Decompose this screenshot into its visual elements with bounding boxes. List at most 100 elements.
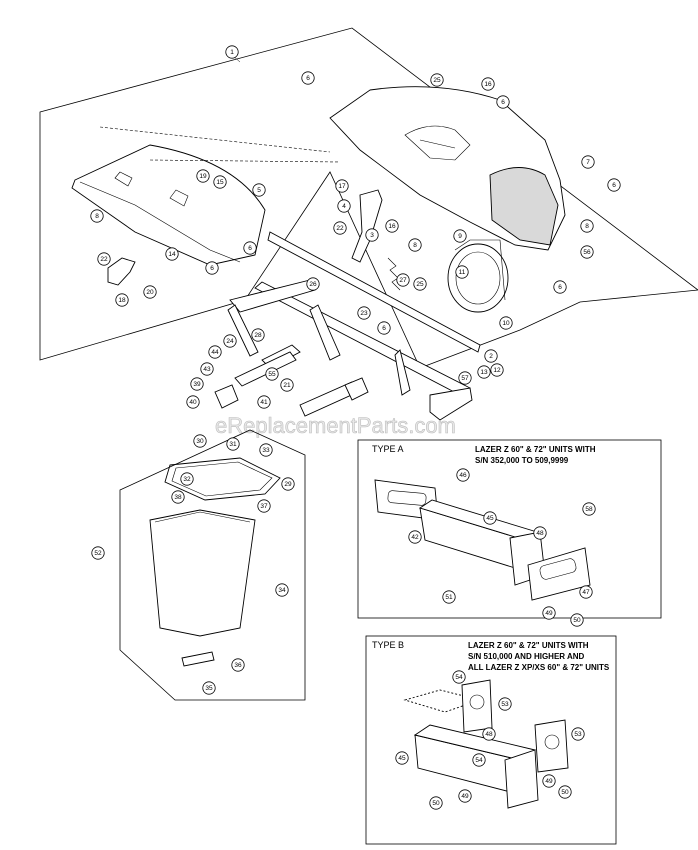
callout-balloon — [482, 727, 496, 741]
callout-balloon — [558, 785, 572, 799]
callout-number: 6 — [558, 284, 562, 291]
hood-part — [329, 86, 566, 251]
callout-number: 38 — [174, 494, 182, 501]
callout-number: 8 — [585, 223, 589, 230]
callout-38: 38 — [171, 490, 185, 504]
callout-number: 11 — [459, 269, 466, 276]
callout-balloon — [251, 328, 265, 342]
callout-41: 41 — [257, 395, 271, 409]
callout-number: 10 — [502, 320, 510, 327]
callout-balloon — [533, 526, 547, 540]
callout-number: 48 — [536, 530, 544, 537]
callout-balloon — [208, 345, 222, 359]
callout-25: 25 — [413, 277, 427, 291]
callout-31: 31 — [226, 437, 240, 451]
callout-number: 8 — [413, 242, 417, 249]
callout-number: 6 — [382, 325, 386, 332]
callout-balloon — [580, 245, 594, 259]
latch-part — [107, 257, 136, 286]
callout-51: 51 — [442, 590, 456, 604]
callout-26: 26 — [306, 277, 320, 291]
callout-number: 33 — [262, 447, 270, 454]
callout-balloon — [496, 95, 510, 109]
callout-45: 45 — [395, 751, 409, 765]
callout-8: 8 — [90, 209, 104, 223]
callout-number: 14 — [168, 251, 176, 258]
callout-balloon — [202, 681, 216, 695]
callout-number: 13 — [480, 369, 488, 376]
callout-54: 54 — [452, 670, 466, 684]
callout-balloon — [484, 349, 498, 363]
bag-part — [149, 509, 256, 637]
callout-balloon — [226, 437, 240, 451]
callout-number: 30 — [196, 438, 204, 445]
callout-6: 6 — [607, 178, 621, 192]
callout-balloon — [281, 477, 295, 491]
callout-number: 18 — [118, 297, 126, 304]
callout-number: 49 — [545, 610, 553, 617]
callout-number: 45 — [398, 755, 406, 762]
callout-balloon — [333, 221, 347, 235]
callout-balloon — [301, 71, 315, 85]
callout-21: 21 — [280, 378, 294, 392]
callout-balloon — [429, 796, 443, 810]
callout-balloon — [225, 45, 239, 59]
callout-number: 16 — [388, 223, 396, 230]
callout-number: 50 — [561, 789, 569, 796]
type-b-label: TYPE B — [372, 640, 404, 650]
callout-balloon — [580, 219, 594, 233]
callout-number: 35 — [205, 685, 213, 692]
callout-number: 54 — [475, 757, 483, 764]
callout-14: 14 — [165, 247, 179, 261]
callout-balloon — [395, 751, 409, 765]
callout-7: 7 — [581, 155, 595, 169]
callout-number: 19 — [199, 173, 207, 180]
callout-number: 7 — [586, 159, 590, 166]
callout-number: 2 — [489, 353, 493, 360]
callout-balloon — [143, 285, 157, 299]
callout-36: 36 — [231, 658, 245, 672]
callout-43: 43 — [200, 362, 214, 376]
callout-balloon — [243, 241, 257, 255]
callout-balloon — [579, 585, 593, 599]
callout-35: 35 — [202, 681, 216, 695]
callout-balloon — [456, 468, 470, 482]
callout-2: 2 — [484, 349, 498, 363]
callout-number: 6 — [248, 245, 252, 252]
callout-number: 17 — [338, 183, 346, 190]
callout-balloon — [458, 371, 472, 385]
callout-balloon — [186, 395, 200, 409]
type-a-note-line-1: LAZER Z 60" & 72" UNITS WITH — [475, 445, 596, 454]
callout-balloon — [337, 199, 351, 213]
callout-20: 20 — [143, 285, 157, 299]
callout-balloon — [430, 73, 444, 87]
callout-number: 55 — [268, 371, 276, 378]
callout-number: 34 — [278, 587, 286, 594]
callout-number: 37 — [260, 503, 268, 510]
callout-number: 25 — [416, 281, 424, 288]
callout-balloon — [442, 590, 456, 604]
callout-balloon — [213, 175, 227, 189]
callout-55: 55 — [265, 367, 279, 381]
callout-58: 58 — [582, 502, 596, 516]
callout-balloon — [483, 511, 497, 525]
callout-34: 34 — [275, 583, 289, 597]
callout-number: 56 — [583, 249, 591, 256]
callout-22: 22 — [97, 252, 111, 266]
callout-6: 6 — [553, 280, 567, 294]
bag-frame — [164, 457, 281, 501]
callout-25: 25 — [430, 73, 444, 87]
callout-number: 31 — [229, 441, 237, 448]
callout-balloon — [477, 365, 491, 379]
callout-balloon — [180, 472, 194, 486]
callout-44: 44 — [208, 345, 222, 359]
callout-balloon — [257, 499, 271, 513]
callout-balloon — [481, 77, 495, 91]
callout-number: 45 — [486, 515, 494, 522]
callout-33: 33 — [259, 443, 273, 457]
callout-4: 4 — [337, 199, 351, 213]
callout-balloon — [571, 727, 585, 741]
callout-49: 49 — [542, 774, 556, 788]
callout-54: 54 — [472, 753, 486, 767]
